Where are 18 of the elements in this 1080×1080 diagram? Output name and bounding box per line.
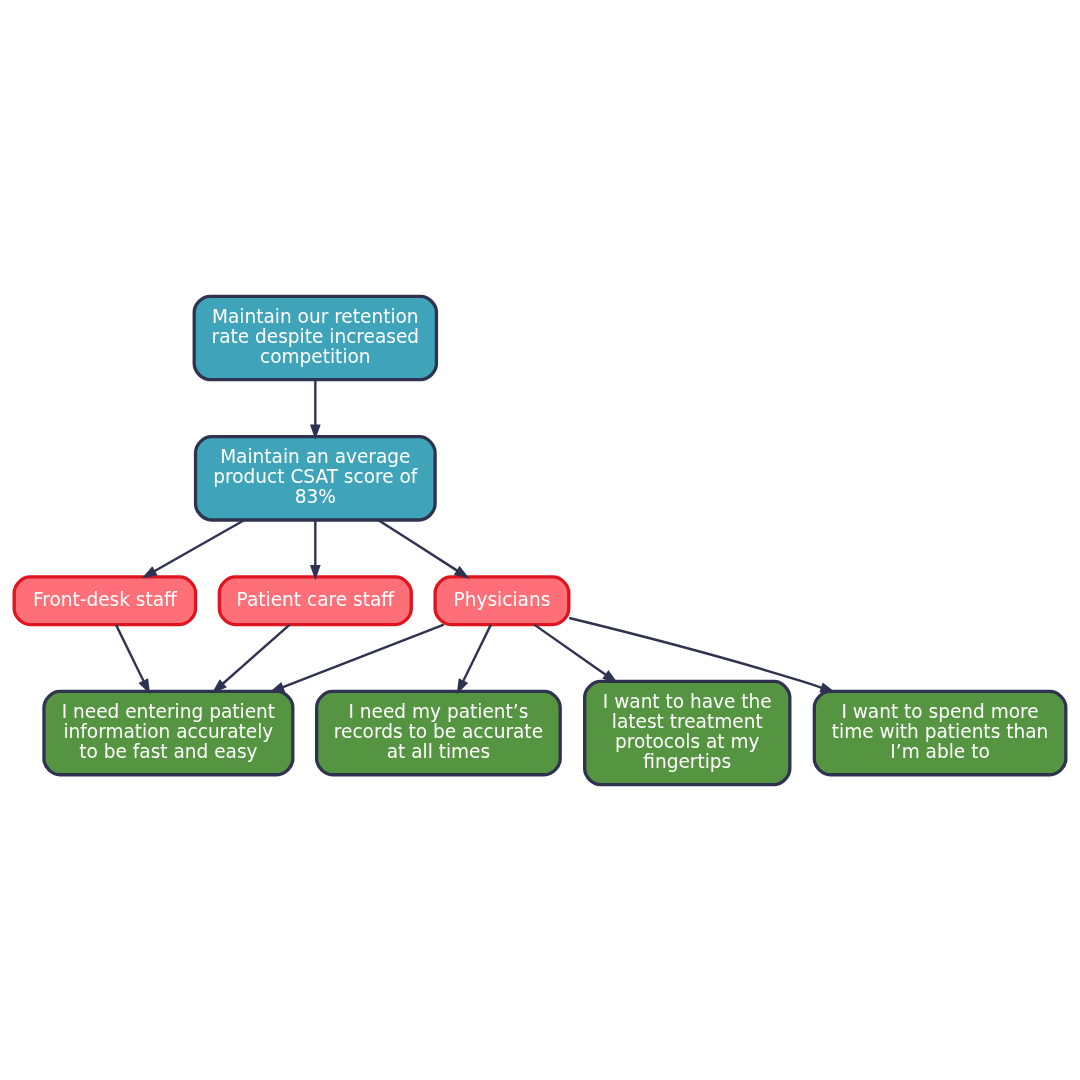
arrow	[569, 616, 836, 693]
node-box: Maintain our retention rate despite increased competition	[192, 294, 439, 381]
arrow	[533, 623, 618, 683]
arrow	[309, 379, 321, 440]
node-box: Maintain an average product CSAT score of 83%	[193, 434, 437, 522]
node-box: Physicians	[433, 574, 571, 626]
node-box: I need my patient’s records to be accurate at all times	[315, 689, 562, 776]
arrow	[377, 518, 470, 579]
node-box: Front-desk staff	[12, 574, 198, 626]
node-box: I want to spend more time with patients than I’m able to	[812, 689, 1068, 776]
node-box: I need entering patient information accurately to be fast and easy	[42, 689, 295, 776]
arrow	[141, 518, 245, 578]
arrow	[114, 623, 151, 694]
arrow	[211, 623, 291, 693]
arrow	[309, 519, 321, 580]
node-box: Patient care staff	[217, 574, 413, 626]
arrow	[456, 623, 492, 694]
node-box: I want to have the latest treatment protocols at my fingertips	[583, 679, 792, 786]
